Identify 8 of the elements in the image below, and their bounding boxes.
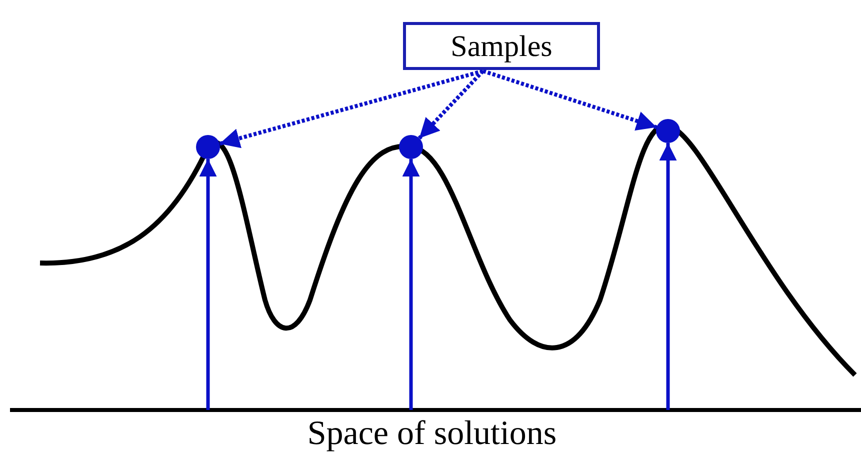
arrow	[219, 69, 484, 148]
arrow	[402, 159, 420, 410]
axis-label: Space of solutions	[306, 414, 558, 454]
arrow	[659, 143, 677, 410]
arrow	[482, 69, 658, 131]
arrow	[418, 70, 484, 140]
label-box: Samples	[403, 22, 600, 70]
arrow	[199, 159, 217, 410]
